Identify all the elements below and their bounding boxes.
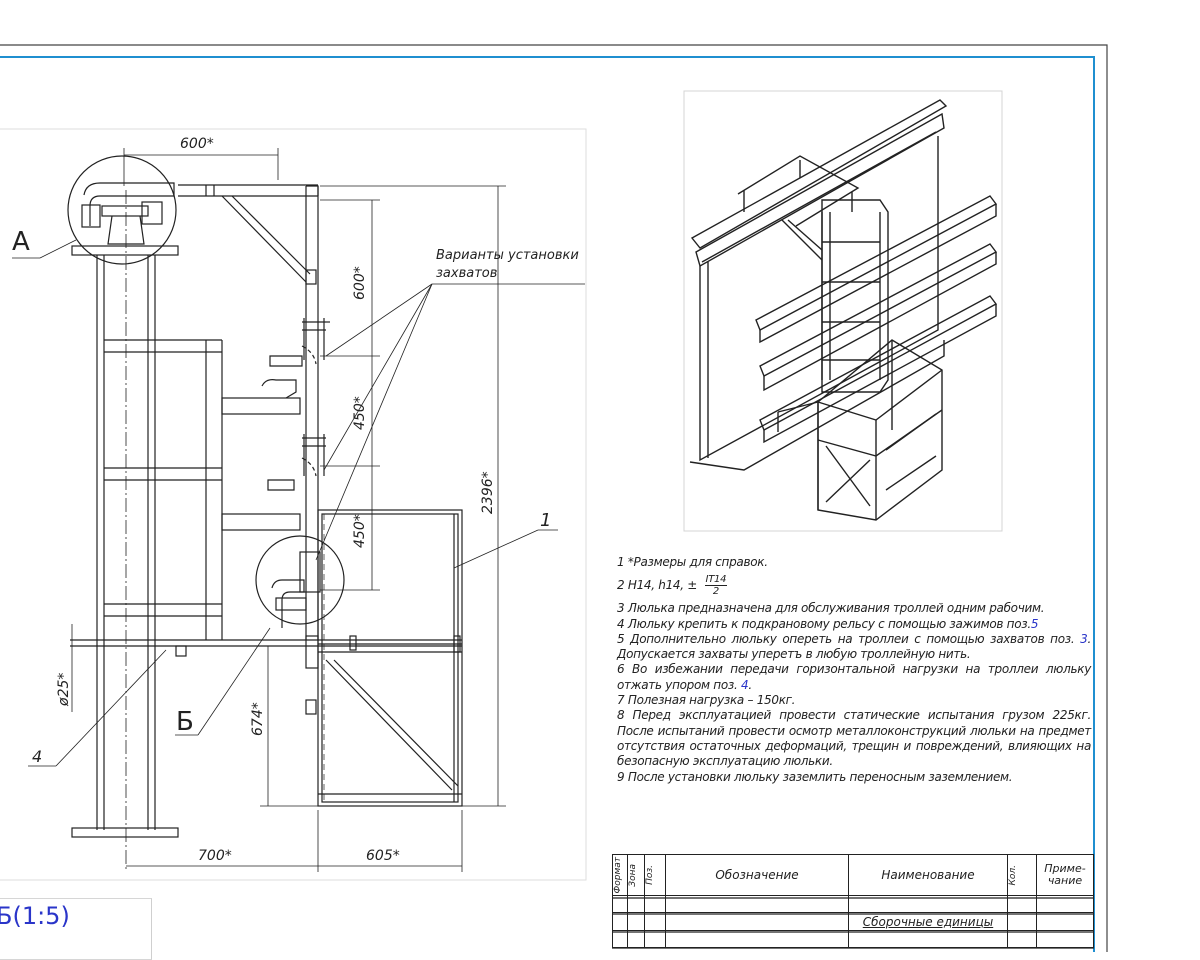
note-7: 7 Полезная нагрузка – 150кг. [617,693,796,708]
col-format-label: Формат [613,856,623,894]
callout-b: Б [176,707,194,737]
dimension-lines [12,148,585,872]
technical-notes: 1 *Размеры для справок. 2 Н14, h14, ± IT… [617,555,1091,785]
sheet-border [0,44,1108,952]
spec-row-empty [612,930,1094,948]
note-5: 5 Дополнительно люльку опереть на тролле… [617,632,1091,663]
view-a-box [0,128,587,881]
dim-450-upper: 450* [352,396,368,430]
col-format: Формат [612,854,628,896]
note-2-denominator: 2 [712,586,719,598]
isometric-box [683,90,1003,532]
dim-450-lower: 450* [352,514,368,548]
note-5-ref: 3 [1080,631,1088,646]
note-9: 9 После установки люльку заземлить перен… [617,769,1013,784]
col-designation: Обозначение [665,854,849,896]
note-4: 4 Люльку крепить к подкрановому рельсу с… [617,617,1091,632]
note-3: 3 Люлька предназначена для обслуживания … [617,601,1045,616]
spec-row-section: Сборочные единицы [612,912,1094,931]
note-6-ref: 4 [741,677,749,692]
note-2-text: 2 Н14, h14, ± [617,578,698,593]
note-5-text: 5 Дополнительно люльку опереть на тролле… [617,631,1075,646]
dim-600: 600* [352,266,368,300]
callout-a: А [12,227,30,257]
col-pos-label: Поз. [645,865,655,885]
note-4-ref: 5 [1030,616,1039,631]
position-1-label: 1 [540,510,551,531]
isometric-view [689,99,998,521]
spec-table-header: Формат Зона Поз. Обозначение Наименовани… [612,854,1094,896]
dim-top-600: 600* [180,136,214,152]
variants-label-line2: захватов [436,266,497,281]
note-6-end: . [748,677,752,692]
col-pos: Поз. [644,854,666,896]
note-6: 6 Во избежании передачи горизонтальной н… [617,662,1091,693]
col-name: Наименование [848,854,1008,896]
dim-diameter-25: ø25* [56,673,72,707]
col-zone: Зона [627,854,645,896]
position-4-label: 4 [32,747,42,766]
dim-700: 700* [198,848,232,864]
note-5-text2: . Допускается захваты уперетъ в любую тр… [617,631,1092,662]
note-8: 8 Перед эксплуатацией провести статическ… [617,708,1091,769]
note-6-text: 6 Во избежании передачи горизонтальной н… [617,662,1091,692]
spec-row-blank [612,895,1094,913]
side-elevation [67,155,463,870]
col-qty-label: Кол. [1008,864,1018,886]
view-b-scale-label: Б(1:5) [0,902,70,930]
dim-674: 674* [250,702,266,736]
note-2-numerator: IT14 [704,574,728,587]
specification-table: Формат Зона Поз. Обозначение Наименовани… [612,854,1094,948]
col-note: Приме-чание [1036,854,1094,896]
dim-605: 605* [366,848,400,864]
col-zone-label: Зона [628,863,638,887]
note-1: 1 *Размеры для справок. [617,555,768,569]
note-4-text: 4 Люльку крепить к подкрановому рельсу с… [617,616,1031,631]
drawing-frame [0,56,1095,952]
section-assembly-units: Сборочные единицы [848,912,1008,931]
col-qty: Кол. [1007,854,1037,896]
variants-label-line1: Варианты установки [436,248,579,263]
dim-2396: 2396* [480,471,496,514]
